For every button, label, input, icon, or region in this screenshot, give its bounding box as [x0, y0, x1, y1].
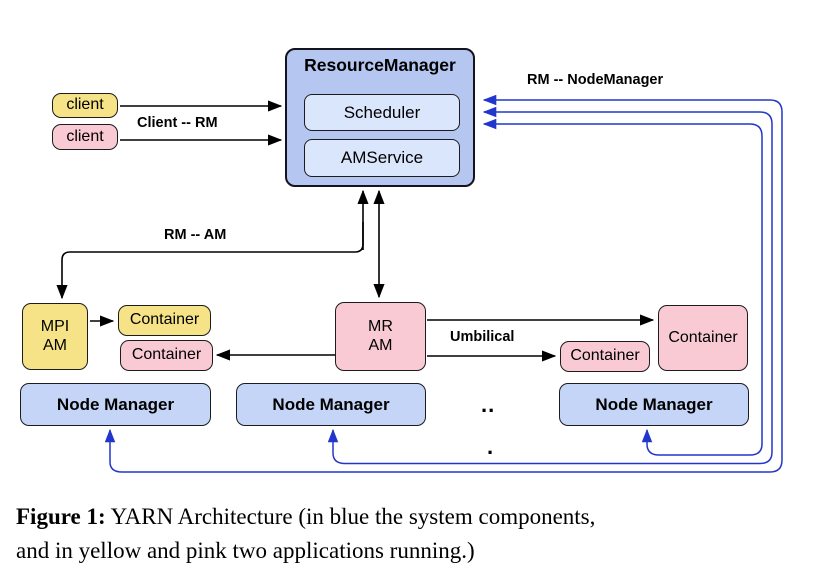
scheduler-box: Scheduler	[304, 94, 460, 131]
edge-label-rm-am: RM -- AM	[164, 227, 227, 243]
edge-label-rm-nodemanager: RM -- NodeManager	[527, 72, 664, 88]
resource-manager-box: ResourceManager Scheduler AMService	[285, 48, 475, 187]
edge-rm-am-to-mpi	[56, 222, 364, 300]
container-pink-left-box: Container	[120, 340, 213, 371]
container-pink-small-box: Container	[560, 341, 650, 372]
edge-label-umbilical: Umbilical	[450, 329, 515, 345]
ellipsis-dots-top: ..	[481, 392, 496, 417]
node-manager-box-left: Node Manager	[20, 383, 211, 426]
mr-am-box: MR AM	[335, 302, 426, 371]
container-pink-big-box: Container	[658, 305, 748, 371]
figure-caption: Figure 1: YARN Architecture (in blue the…	[16, 500, 808, 568]
resource-manager-title: ResourceManager	[304, 55, 456, 75]
edge-label-client-rm: Client -- RM	[137, 115, 218, 131]
edge-rm-nodemanager-middle	[327, 106, 773, 465]
ellipsis-dot-bottom: .	[487, 434, 495, 459]
figure-caption-line1: YARN Architecture (in blue the system co…	[110, 504, 596, 529]
amservice-box: AMService	[304, 139, 460, 177]
figure-caption-number: Figure 1:	[16, 504, 106, 529]
client-box-pink: client	[52, 124, 118, 150]
node-manager-box-middle: Node Manager	[236, 383, 426, 426]
edge-rm-nodemanager-right	[482, 118, 763, 456]
mpi-am-box: MPI AM	[22, 303, 88, 370]
container-yellow-box: Container	[118, 305, 211, 336]
client-box-yellow: client	[52, 93, 118, 118]
node-manager-box-right: Node Manager	[559, 383, 749, 426]
connector-lines	[56, 94, 783, 473]
edge-rm-nodemanager-left	[104, 94, 783, 473]
figure-caption-line2: and in yellow and pink two applications …	[16, 538, 475, 563]
